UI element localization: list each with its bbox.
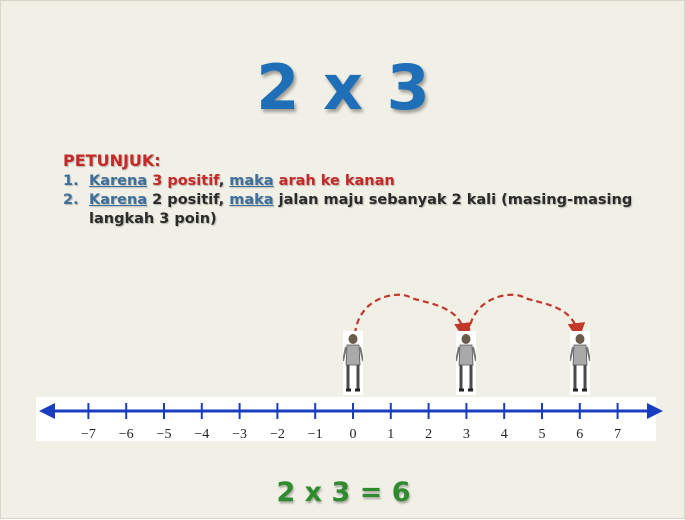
tick-label: 5	[539, 427, 546, 442]
jump-arc	[353, 293, 472, 341]
hint-direction-text: arah ke kanan	[278, 173, 395, 189]
hint-text: 2 positif,	[147, 192, 230, 208]
hint-word-karena: Karena	[89, 192, 148, 208]
person-icon	[455, 331, 478, 395]
tick-label: −3	[232, 427, 247, 442]
result-equation: 2 x 3 = 6	[276, 477, 411, 508]
hint-comma: ,	[218, 173, 230, 189]
hint-word-positif: positif	[162, 173, 219, 189]
tick-label: −1	[308, 427, 323, 442]
tick-label: 2	[425, 427, 432, 442]
hint-word-maka: maka	[229, 173, 274, 189]
tick-label: 7	[614, 427, 621, 442]
hint-word-karena: Karena	[89, 173, 148, 189]
hint-word-maka: maka	[229, 192, 274, 208]
hint-text: jalan maju sebanyak 2 kali (masing-masin…	[89, 192, 633, 227]
person-icon	[568, 331, 591, 395]
number-line-panel	[36, 397, 656, 441]
hint-box: PETUNJUK: 1. Karena 3 positif, maka arah…	[63, 151, 663, 229]
person-icon	[342, 331, 364, 395]
right-arrow-head	[647, 403, 663, 419]
hint-number-3: 3	[152, 173, 163, 189]
tick-label: −5	[157, 427, 172, 442]
slide-title: 2 x 3	[256, 51, 431, 124]
tick-label: −6	[119, 427, 134, 442]
hint-heading: PETUNJUK:	[63, 151, 161, 170]
tick-label: 0	[350, 427, 357, 442]
hint-item-2: 2. Karena 2 positif, maka jalan maju seb…	[63, 191, 663, 229]
hint-item-number: 2.	[63, 192, 79, 208]
tick-label: −2	[270, 427, 285, 442]
hint-list: 1. Karena 3 positif, maka arah ke kanan …	[63, 172, 663, 229]
tick-label: 3	[463, 427, 470, 442]
tick-label: −4	[194, 427, 209, 442]
tick-label: 1	[387, 427, 394, 442]
hint-item-number: 1.	[63, 173, 79, 189]
jump-arc	[467, 293, 586, 341]
tick-label: 6	[576, 427, 583, 442]
tick-label: 4	[501, 427, 508, 442]
tick-label: −7	[81, 427, 96, 442]
left-arrow-head	[39, 403, 55, 419]
hint-item-1: 1. Karena 3 positif, maka arah ke kanan	[63, 172, 663, 191]
